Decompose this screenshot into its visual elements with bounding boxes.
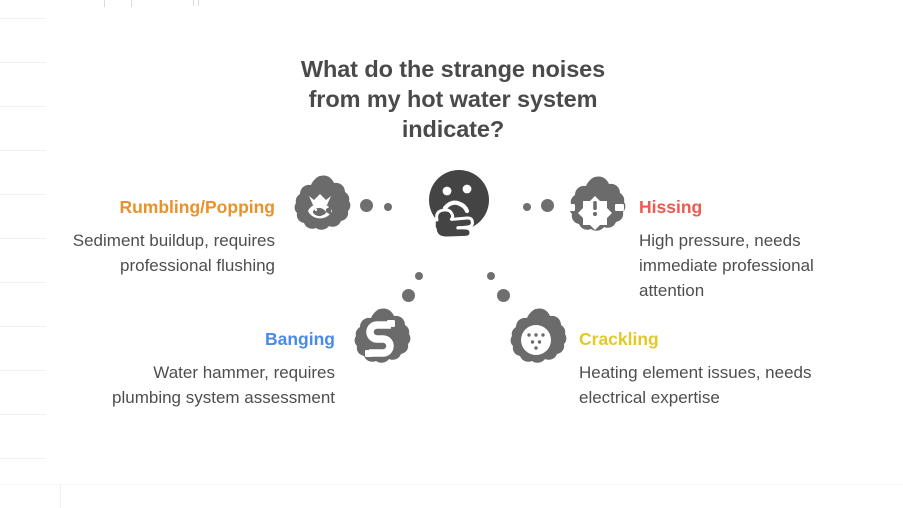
branch-description-crackling: Heating element issues, needs electrical… xyxy=(579,363,812,407)
branch-rumbling: Rumbling/Popping Sediment buildup, requi… xyxy=(25,196,275,278)
connector-dot xyxy=(384,203,392,211)
fish-bowl-crown-icon xyxy=(287,174,353,240)
branch-description-rumbling: Sediment buildup, requires professional … xyxy=(72,231,275,275)
branch-crackling: Crackling Heating element issues, needs … xyxy=(579,328,824,410)
connector-dot xyxy=(497,289,510,302)
branch-label-rumbling: Rumbling/Popping xyxy=(119,197,275,217)
connector-dot xyxy=(523,203,531,211)
branch-label-hissing: Hissing xyxy=(639,197,703,217)
branch-description-hissing: High pressure, needs immediate professio… xyxy=(639,231,814,300)
warning-alert-icon xyxy=(562,175,628,241)
connector-dot xyxy=(360,199,373,212)
connector-dot xyxy=(541,199,554,212)
branch-label-crackling: Crackling xyxy=(579,329,659,349)
branch-hissing: Hissing High pressure, needs immediate p… xyxy=(639,196,869,303)
title-line-2: from my hot water system xyxy=(308,86,598,112)
pipe-elbow-icon xyxy=(347,307,413,373)
connector-dot xyxy=(487,272,495,280)
connector-dot xyxy=(415,272,423,280)
branch-banging: Banging Water hammer, requires plumbing … xyxy=(110,328,335,410)
heating-element-dots-icon xyxy=(503,307,569,373)
branch-label-banging: Banging xyxy=(265,329,335,349)
connector-dot xyxy=(402,289,415,302)
title-line-1: What do the strange noises xyxy=(300,56,606,82)
title-line-3: indicate? xyxy=(401,116,505,142)
branch-description-banging: Water hammer, requires plumbing system a… xyxy=(112,363,335,407)
page-title: What do the strange noises from my hot w… xyxy=(253,54,653,144)
thinking-face-emoji-icon xyxy=(423,168,495,242)
